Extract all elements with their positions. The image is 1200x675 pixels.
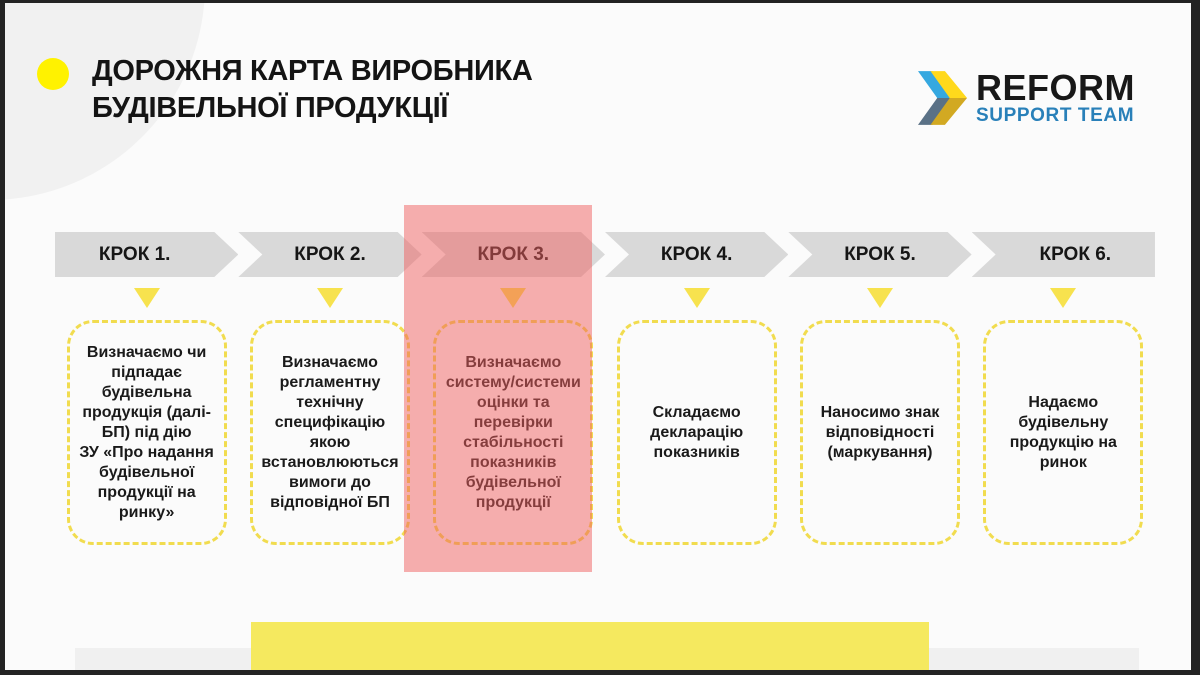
logo-subtitle: SUPPORT TEAM [976, 104, 1135, 126]
logo-name: REFORM [976, 66, 1135, 108]
roadmap-steps-row: КРОК 1. Визначаємо чи підпадає будівельн… [55, 232, 1155, 545]
step-5-description: Наносимо знак відповідності (маркування) [820, 403, 940, 461]
step-4-description: Складаємо декларацію показників [650, 403, 744, 461]
step-column-6: КРОК 6. Надаємо будівельну продукцію на … [971, 232, 1155, 545]
step-2-description: Визначаємо регламентну технічну специфік… [261, 353, 399, 511]
slide-title-line-1: ДОРОЖНЯ КАРТА ВИРОБНИКА [92, 55, 533, 87]
step-1-down-arrow-icon [133, 288, 160, 308]
step-column-5: КРОК 5. Наносимо знак відповідності (мар… [788, 232, 971, 545]
step-column-1: КРОК 1. Визначаємо чи підпадає будівельн… [55, 232, 238, 545]
step-4-chevron: КРОК 4. [605, 232, 788, 277]
reform-logo-text: REFORM SUPPORT TEAM [976, 66, 1135, 126]
step-4-box: Складаємо декларацію показників [616, 320, 777, 545]
step-2-chevron: КРОК 2. [238, 232, 421, 277]
reform-double-chevron-icon [918, 71, 968, 125]
step-column-2: КРОК 2. Визначаємо регламентну технічну … [238, 232, 421, 545]
step-6-box: Надаємо будівельну продукцію на ринок [983, 320, 1144, 545]
step-2-box: Визначаємо регламентну технічну специфік… [249, 320, 410, 545]
step-1-box: Визначаємо чи підпадає будівельна продук… [66, 320, 227, 545]
step-3-highlight-overlay [404, 205, 592, 572]
step-1-description: Визначаємо чи підпадає будівельна продук… [79, 343, 214, 521]
step-4-down-arrow-icon [683, 288, 710, 308]
step-6-chevron: КРОК 6. [971, 232, 1155, 277]
step-column-4: КРОК 4. Складаємо декларацію показників [605, 232, 788, 545]
step-1-chevron: КРОК 1. [55, 232, 238, 277]
footer-yellow-bar [251, 622, 929, 670]
step-6-down-arrow-icon [1050, 288, 1077, 308]
step-6-description: Надаємо будівельну продукцію на ринок [1009, 393, 1117, 471]
slide-title: ДОРОЖНЯ КАРТА ВИРОБНИКА БУДІВЕЛЬНОЇ ПРОД… [92, 53, 533, 127]
step-5-down-arrow-icon [866, 288, 893, 308]
reform-logo: REFORM SUPPORT TEAM [918, 66, 1135, 126]
title-bullet-dot [37, 58, 69, 90]
step-5-chevron: КРОК 5. [788, 232, 971, 277]
slide-title-line-2: БУДІВЕЛЬНОЇ ПРОДУКЦІЇ [92, 92, 449, 124]
step-5-box: Наносимо знак відповідності (маркування) [799, 320, 960, 545]
step-2-down-arrow-icon [316, 288, 343, 308]
slide-canvas: ДОРОЖНЯ КАРТА ВИРОБНИКА БУДІВЕЛЬНОЇ ПРОД… [5, 3, 1191, 670]
